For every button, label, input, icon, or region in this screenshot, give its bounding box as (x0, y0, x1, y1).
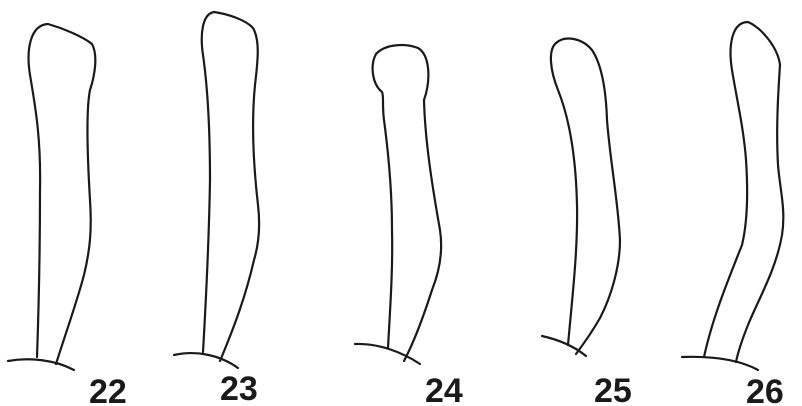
outline-24: 24 (355, 45, 463, 406)
outline-25-base (542, 336, 586, 356)
figure-label-24: 24 (425, 372, 463, 406)
outline-26: 26 (682, 22, 784, 406)
outline-26-body (704, 22, 783, 362)
outline-23-body (202, 12, 259, 361)
outline-22-base (8, 359, 74, 370)
outline-22-body (29, 24, 96, 364)
figure-label-26: 26 (746, 373, 784, 406)
figure-label-22: 22 (89, 373, 127, 406)
outline-22: 22 (8, 24, 127, 406)
outline-25: 25 (542, 39, 632, 406)
outline-24-body (373, 45, 442, 361)
outline-23: 23 (174, 12, 259, 406)
outline-23-base (174, 353, 238, 368)
outline-25-body (551, 39, 620, 354)
figure-label-23: 23 (220, 370, 258, 406)
outline-26-base (682, 357, 758, 370)
figure-label-25: 25 (594, 372, 632, 406)
